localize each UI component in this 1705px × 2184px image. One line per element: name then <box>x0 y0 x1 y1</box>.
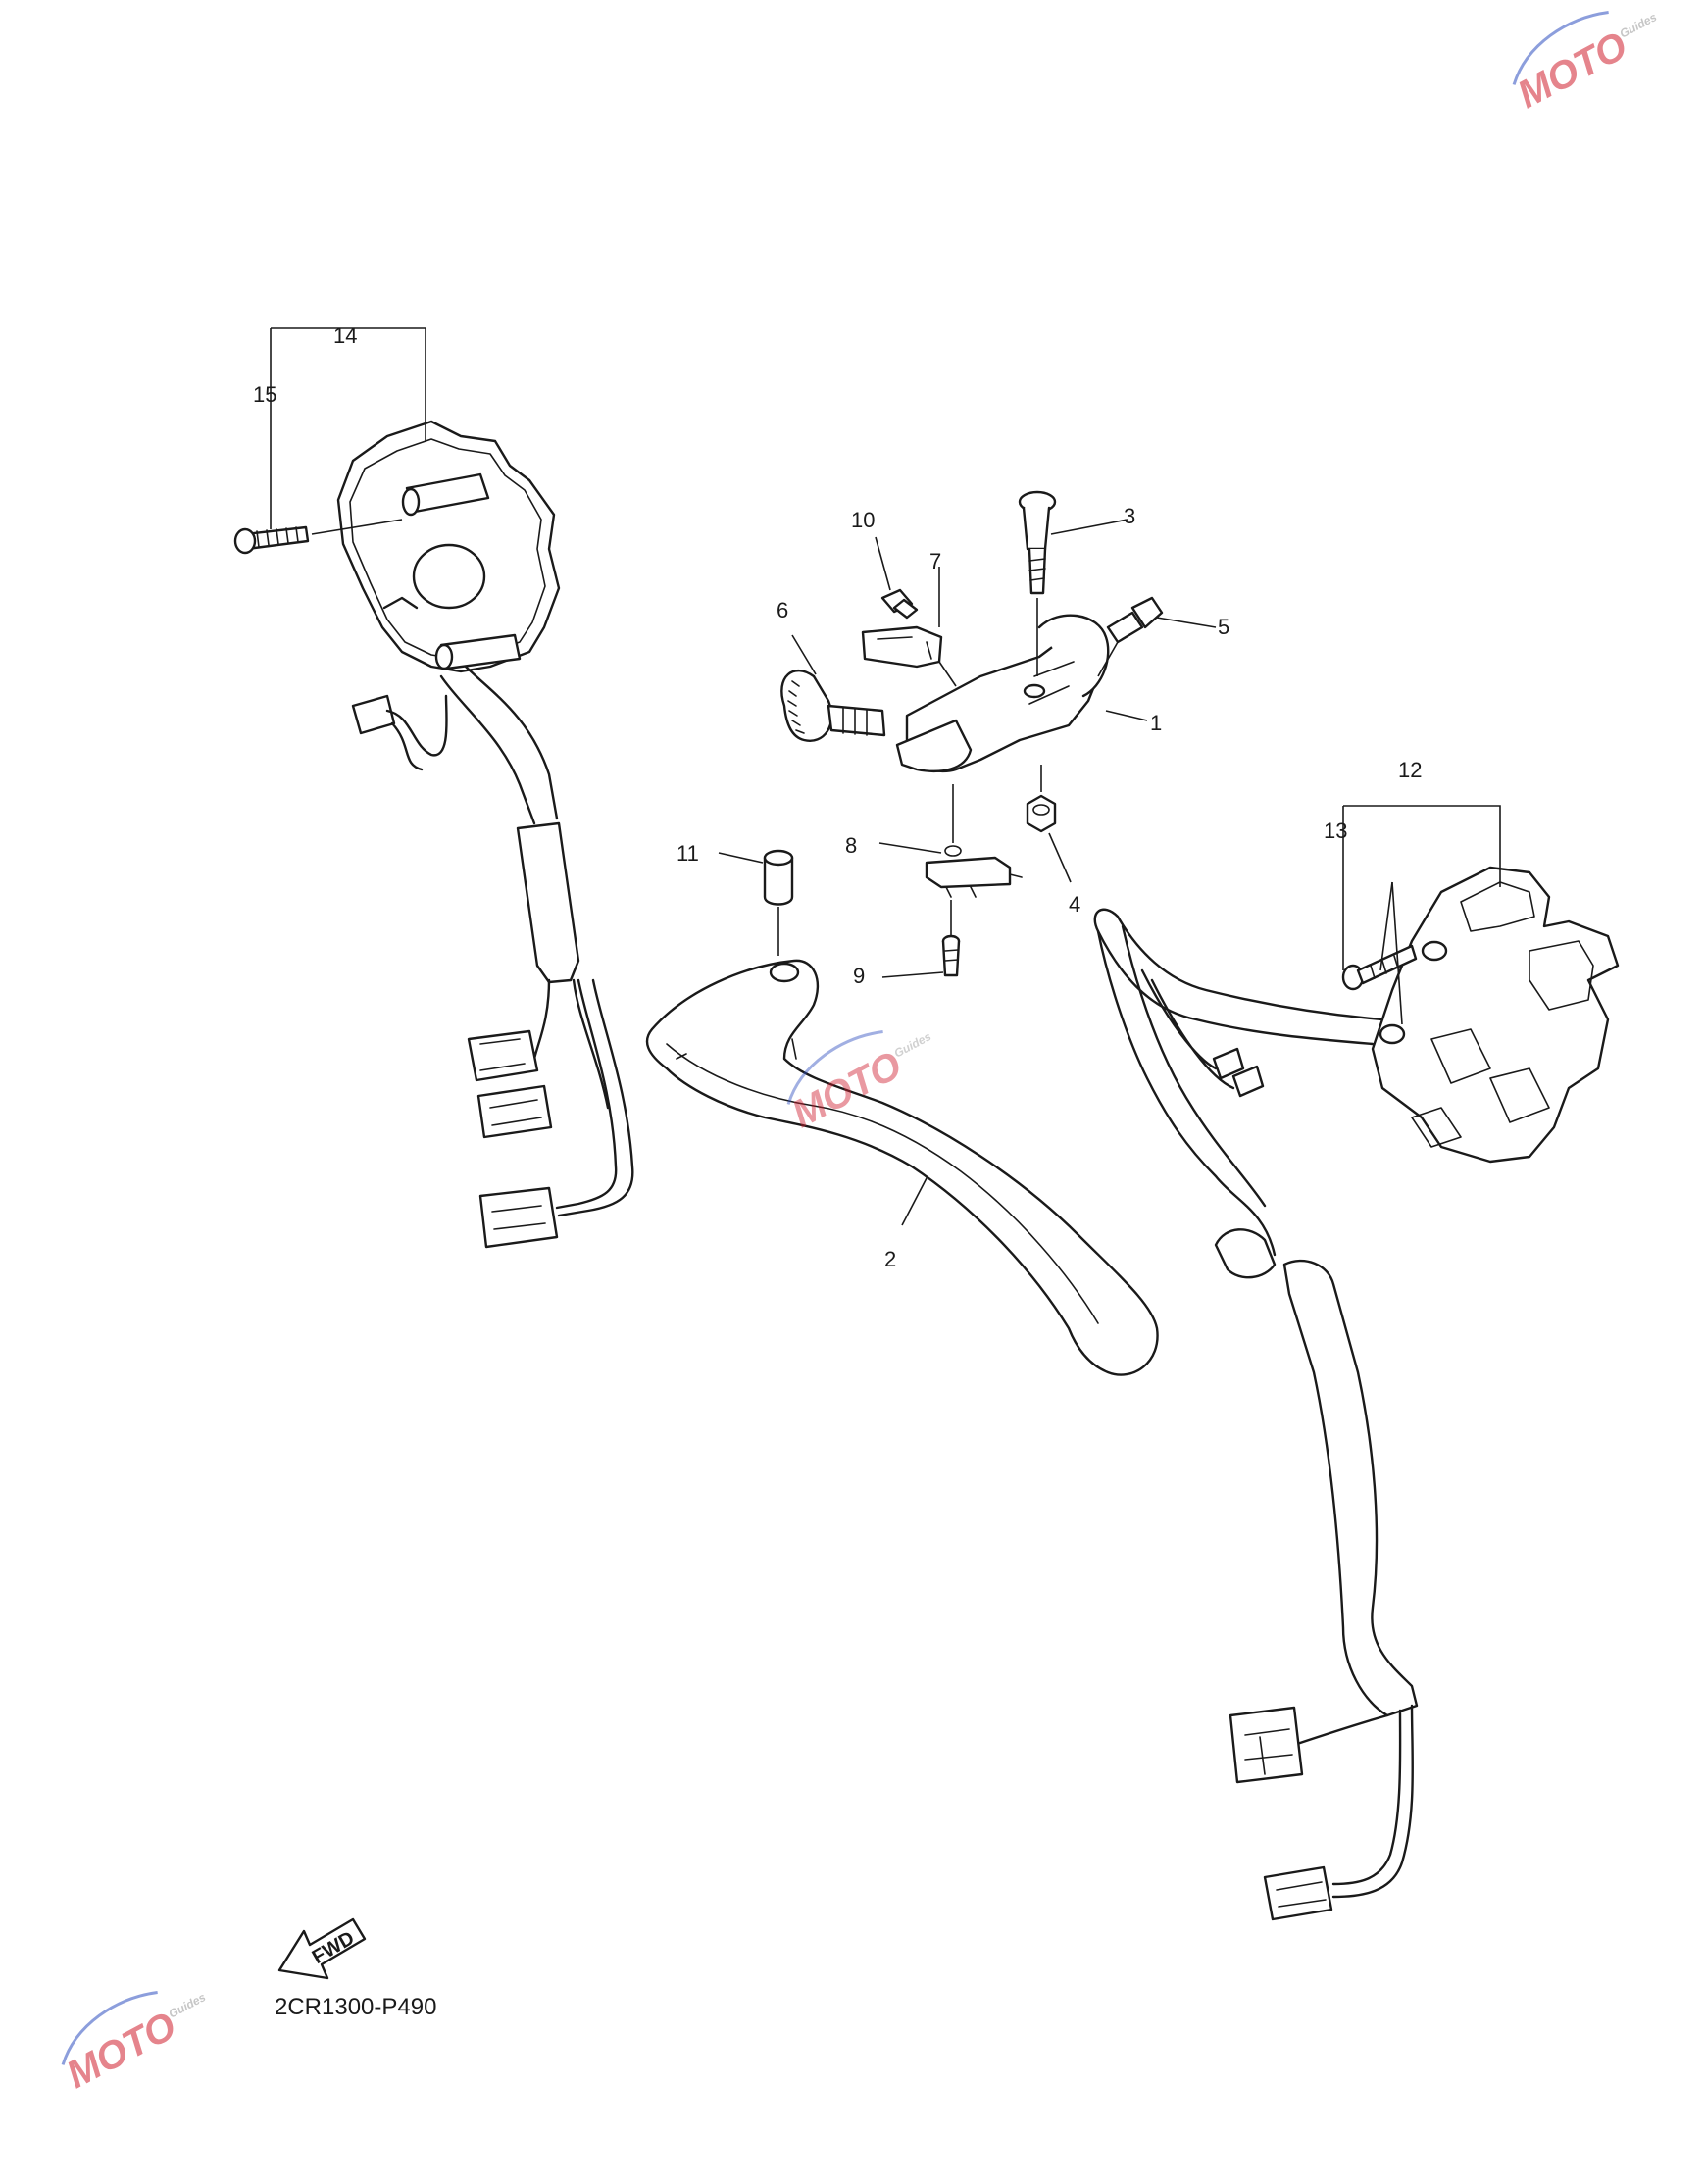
lever-holder <box>895 614 1110 773</box>
callout-5: 5 <box>1218 615 1229 639</box>
callout-11: 11 <box>677 841 699 866</box>
watermark-logo-top: MOTO Guides <box>1511 10 1660 117</box>
callout-13: 13 <box>1324 819 1347 843</box>
adjuster-knob <box>780 634 886 742</box>
callout-9: 9 <box>853 964 865 988</box>
svg-text:Guides: Guides <box>167 1990 209 2021</box>
switch-screw <box>881 900 961 978</box>
callout-14: 14 <box>333 323 357 348</box>
pivot-bolt <box>1018 490 1128 676</box>
svg-text:MOTO: MOTO <box>1511 24 1634 117</box>
spacer-collar <box>718 849 794 956</box>
pivot-nut <box>1026 765 1072 883</box>
callout-10: 10 <box>851 508 875 532</box>
svg-text:MOTO: MOTO <box>60 2004 183 2097</box>
clutch-switch <box>878 784 1023 898</box>
callout-8: 8 <box>845 833 857 858</box>
diagram-code: 2CR1300-P490 <box>275 1994 436 2020</box>
lever-clip <box>861 567 957 687</box>
watermark-logo-bottom: MOTO Guides <box>60 1990 209 2097</box>
callout-12: 12 <box>1398 758 1422 782</box>
callout-1: 1 <box>1150 711 1162 735</box>
clutch-lever <box>645 959 1159 1376</box>
callout-15: 15 <box>253 382 276 407</box>
forward-arrow-icon: FWD <box>277 1917 367 1980</box>
clamp-bolt <box>1097 596 1217 677</box>
callout-2: 2 <box>884 1247 896 1271</box>
svg-text:Guides: Guides <box>1618 10 1660 41</box>
callout-6: 6 <box>777 598 788 622</box>
callout-7: 7 <box>929 549 941 573</box>
callout-4: 4 <box>1069 892 1080 917</box>
left-handlebar-switch <box>233 420 634 1249</box>
svg-text:Guides: Guides <box>892 1029 934 1061</box>
small-bolt <box>875 536 919 620</box>
right-handlebar-switch <box>1093 866 1620 1921</box>
callout-3: 3 <box>1124 504 1135 528</box>
